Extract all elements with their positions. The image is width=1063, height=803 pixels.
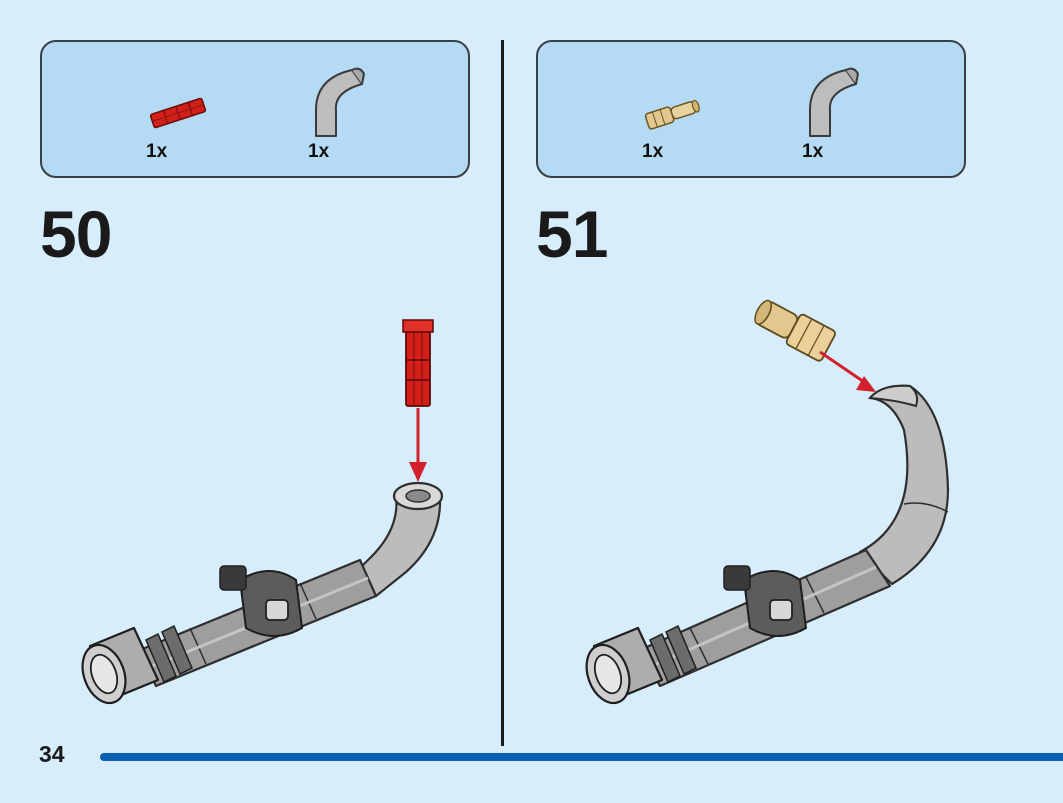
step-number: 51 [536, 197, 608, 271]
tan-axle-pin-icon [644, 99, 700, 130]
red-axle-connector-icon [402, 319, 434, 407]
tan-axle-pin-icon [754, 299, 836, 362]
assembly-arrow [409, 408, 427, 482]
parts-callout-step-51: 1x 1x [536, 40, 966, 178]
step-50-build-illustration [81, 319, 444, 705]
page-number: 34 [39, 741, 65, 767]
part-qty-label: 1x [802, 141, 824, 162]
assembly-arrow [819, 350, 876, 392]
grey-curved-tube-icon [315, 67, 366, 137]
parts-callout-step-50: 1x 1x [40, 40, 470, 178]
red-axle-connector-icon [149, 97, 207, 129]
step-number: 50 [40, 197, 112, 271]
page-progress-bar [100, 753, 1063, 761]
part-qty-label: 1x [146, 141, 168, 162]
part-qty-label: 1x [308, 141, 330, 162]
step-51-build-illustration [585, 299, 950, 705]
step-divider [501, 40, 504, 746]
part-qty-label: 1x [642, 141, 664, 162]
grey-curved-tube-icon [809, 67, 860, 137]
